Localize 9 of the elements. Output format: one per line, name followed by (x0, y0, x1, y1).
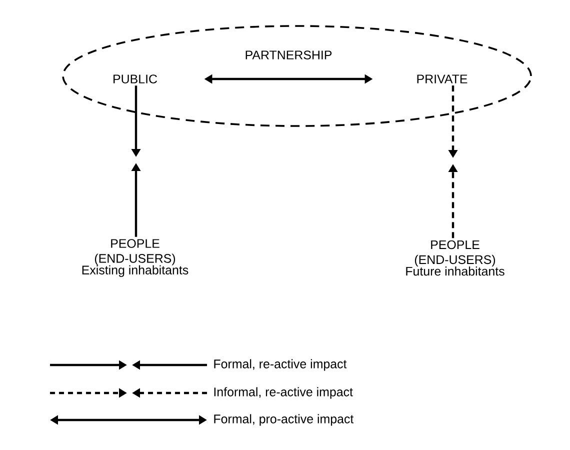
legend-text: Formal, pro-active impact (214, 414, 354, 426)
legend-text: Formal, re-active impact (214, 359, 347, 371)
group-label: PUBLIC (114, 74, 158, 84)
legend-text: Informal, re-active impact (214, 387, 353, 399)
people-label: PEOPLE (END-USERS) Future inhabitants (406, 240, 504, 276)
group-label: PRIVATE (417, 74, 468, 84)
people-label: PEOPLE (END-USERS) Existing inhabitants (82, 239, 188, 277)
edge-label: PARTNERSHIP (246, 50, 332, 60)
dashed-ellipse (62, 25, 532, 127)
